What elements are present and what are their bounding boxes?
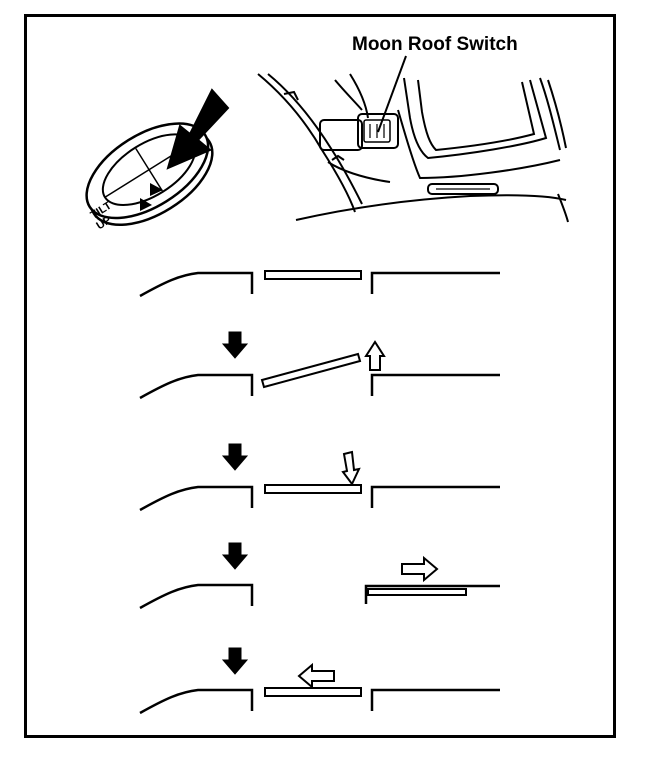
down-arrow-outline-icon: [341, 450, 361, 486]
step-closed: [139, 270, 500, 298]
moon-roof-switch-label: Moon Roof Switch: [352, 34, 518, 55]
callout-leader-line: [377, 55, 407, 133]
switch-triangle-icon: [150, 183, 163, 196]
down-arrow-icon: [221, 542, 249, 570]
down-arrow-icon: [221, 331, 249, 359]
step-tilt-up: [139, 331, 500, 400]
down-arrow-icon: [221, 443, 249, 471]
left-arrow-icon: [297, 662, 335, 690]
sequence-steps: [139, 270, 500, 715]
up-arrow-icon: [364, 340, 386, 371]
roof-glass-panel: [264, 484, 362, 494]
roof-glass-panel: [260, 352, 362, 389]
switch-triangle-icon: [140, 198, 152, 211]
step-lowered: [139, 443, 500, 512]
roof-glass-panel: [367, 588, 467, 596]
roof-glass-panel: [264, 270, 362, 280]
right-arrow-icon: [401, 555, 439, 583]
step-open: [139, 542, 500, 610]
cabin-interior: [257, 73, 569, 223]
roof-glass-panel: [264, 687, 362, 697]
step-closing: [139, 647, 500, 715]
down-arrow-icon: [221, 647, 249, 675]
pointer-arrow-icon: [166, 88, 230, 170]
